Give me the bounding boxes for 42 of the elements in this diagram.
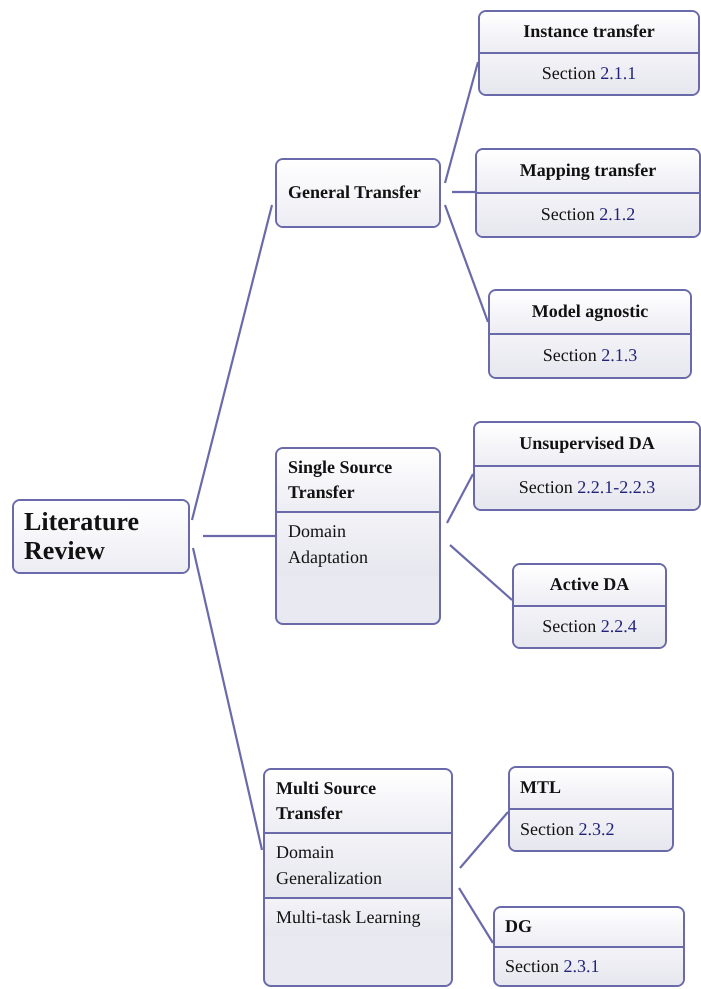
connector-line <box>452 190 475 194</box>
connector-line <box>446 473 474 524</box>
category-box <box>263 768 453 987</box>
section-box <box>508 766 674 852</box>
root-title: Literature Review <box>24 508 140 566</box>
section-reference: Section 2.1.2 <box>540 203 636 226</box>
section-box <box>478 10 700 96</box>
connector-line <box>449 544 513 601</box>
category-title: General Transfer <box>288 181 421 204</box>
section-reference: Section 2.1.1 <box>542 62 636 86</box>
section-box <box>488 289 692 379</box>
section-reference: Section 2.1.3 <box>542 344 638 368</box>
connector-line <box>459 811 509 869</box>
category-title: Multi Source Transfer <box>276 777 378 826</box>
connector-line <box>190 204 274 520</box>
section-title: Mapping transfer <box>520 159 656 182</box>
connector-line <box>203 534 275 538</box>
section-box <box>512 563 667 649</box>
connector-line <box>458 887 494 944</box>
section-box <box>475 148 701 238</box>
subtopic-text: Multi-task Learning <box>276 906 420 929</box>
connector-line <box>192 548 264 850</box>
section-title: Model agnostic <box>532 300 648 324</box>
category-box <box>275 447 441 625</box>
section-reference: Section 2.2.4 <box>542 615 637 638</box>
section-title: Instance transfer <box>523 20 655 44</box>
subtopic-text: Domain Generalization <box>276 841 383 890</box>
subtopic-text: Domain Adaptation <box>288 520 369 569</box>
section-reference: Section 2.3.1 <box>505 954 600 978</box>
connector-line <box>444 62 480 184</box>
section-box <box>473 421 701 511</box>
section-box <box>493 906 685 987</box>
section-title: Active DA <box>550 573 630 596</box>
connector-line <box>444 204 490 322</box>
root-box <box>12 499 190 574</box>
section-title: DG <box>505 915 532 938</box>
category-title: Single Source Transfer <box>288 456 394 504</box>
section-title: MTL <box>520 776 562 800</box>
section-title: Unsupervised DA <box>519 432 655 456</box>
section-reference: Section 2.2.1-2.2.3 <box>518 476 656 500</box>
section-reference: Section 2.3.2 <box>520 818 614 842</box>
category-box <box>275 158 441 228</box>
